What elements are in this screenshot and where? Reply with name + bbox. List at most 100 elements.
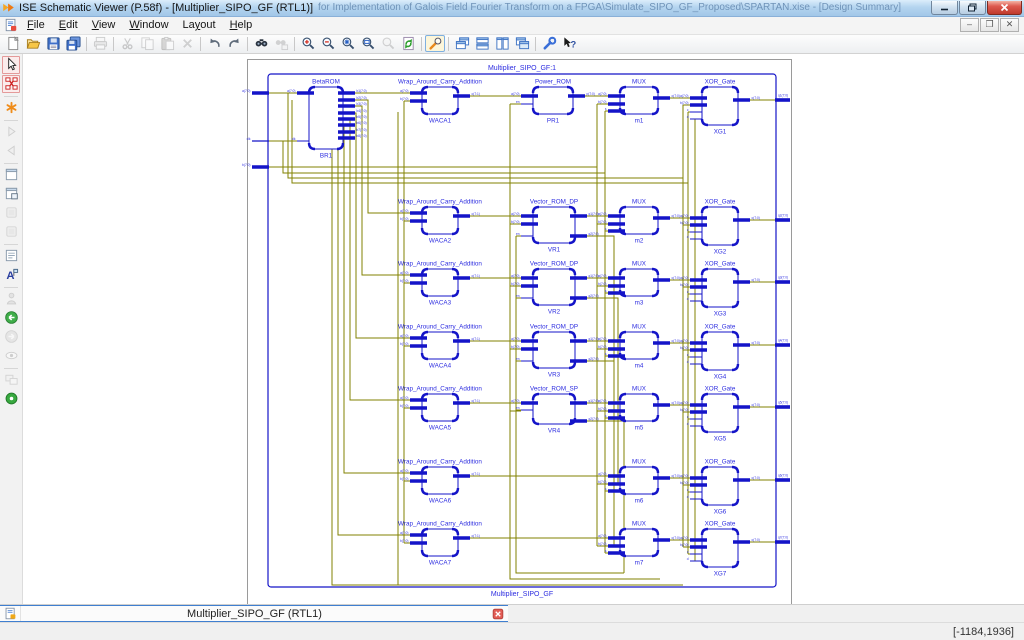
new-icon: [6, 36, 21, 51]
block-type-label: XOR_Gate: [705, 198, 736, 205]
toolbar-separator: [86, 37, 87, 51]
redo-button[interactable]: [224, 35, 244, 52]
visibility-icon: [4, 348, 19, 363]
pin-label: o(7:0): [672, 474, 680, 478]
pin-label: q1(7:0): [589, 399, 599, 403]
pin-label: b(7:0): [598, 480, 606, 484]
highlight-star-icon: [4, 100, 19, 115]
tab-close-button[interactable]: [488, 606, 508, 621]
pin-label: o(7:1): [472, 274, 480, 278]
copy-icon: [140, 36, 155, 51]
context-help-button[interactable]: ?: [559, 35, 579, 52]
highlight-star-button[interactable]: [2, 99, 20, 117]
save-button[interactable]: [43, 35, 63, 52]
push-button-1-icon: [4, 205, 19, 220]
block-body: [620, 87, 658, 114]
add-text-button[interactable]: A: [2, 266, 20, 284]
new-sheet-button[interactable]: [2, 166, 20, 184]
pin-label: d: [687, 557, 689, 561]
block-body: [702, 467, 738, 505]
schematic-svg[interactable]: Multiplier_SIPO_GF:1Multiplier_SIPO_GFa(…: [23, 54, 1024, 604]
menu-help[interactable]: Help: [223, 18, 260, 32]
block-instance-label: VR1: [548, 246, 561, 253]
tile-horizontal-icon: [475, 36, 490, 51]
pin-label: a(7:0): [400, 531, 408, 535]
document-tab-strip: Multiplier_SIPO_GF (RTL1): [0, 605, 508, 622]
arrange-windows-button[interactable]: [512, 35, 532, 52]
location-marker-button[interactable]: [2, 390, 20, 408]
block-body: [702, 207, 738, 245]
close-button[interactable]: [987, 1, 1022, 15]
block-body: [422, 87, 458, 114]
print-icon: [93, 36, 108, 51]
pin-label: b(7:0): [598, 100, 606, 104]
window-controls: [930, 1, 1022, 15]
mdi-close-button[interactable]: ✕: [1000, 18, 1019, 32]
pin-label: b(7:0): [598, 542, 606, 546]
zoom-area-button[interactable]: [358, 35, 378, 52]
zoom-previous-icon: [381, 36, 396, 51]
pin-label: a(7:0): [680, 276, 688, 280]
pin-label: a(7:0): [511, 212, 519, 216]
nav-back-button[interactable]: [2, 309, 20, 327]
user-button: [2, 290, 20, 308]
nav-back-icon: [4, 310, 19, 325]
menu-window[interactable]: Window: [122, 18, 175, 32]
schematic-canvas[interactable]: Multiplier_SIPO_GF:1Multiplier_SIPO_GFa(…: [23, 54, 1024, 604]
open-button[interactable]: [23, 35, 43, 52]
menu-file[interactable]: File: [20, 18, 52, 32]
options-wrench-button[interactable]: [539, 35, 559, 52]
mdi-child-controls: – ❐ ✕: [960, 18, 1022, 32]
pin-label: b1(7:0): [357, 89, 367, 93]
menu-view[interactable]: View: [85, 18, 123, 32]
cascade-windows-button[interactable]: [452, 35, 472, 52]
small-windows-button: [2, 371, 20, 389]
block-body: [702, 529, 738, 567]
block-instance-label: XG3: [714, 310, 727, 317]
undo-button[interactable]: [204, 35, 224, 52]
block-body: [620, 269, 658, 296]
block-instance-label: XG6: [714, 508, 727, 515]
toolbar-separator: [113, 37, 114, 51]
location-marker-icon: [4, 391, 19, 406]
zoom-out-button[interactable]: [318, 35, 338, 52]
menu-layout[interactable]: Layout: [176, 18, 223, 32]
select-highlight-button[interactable]: [425, 35, 445, 52]
refresh-button[interactable]: [398, 35, 418, 52]
options-wrench-icon: [542, 36, 557, 51]
rtl-schematic-view-button[interactable]: [2, 75, 20, 93]
pin-label: o(7:1): [472, 92, 480, 96]
restore-button[interactable]: [959, 1, 986, 15]
notes-sheet-button[interactable]: [2, 247, 20, 265]
toolbar-separator: [247, 37, 248, 51]
minimize-button[interactable]: [931, 1, 958, 15]
pin-label: a(7:0): [680, 339, 688, 343]
pin-label: o(7:0): [752, 96, 760, 100]
svg-text:?: ?: [570, 40, 576, 50]
menu-edit[interactable]: Edit: [52, 18, 85, 32]
block-body: [702, 87, 738, 125]
menubar: FileEditViewWindowLayoutHelp – ❐ ✕: [0, 17, 1024, 35]
block-instance-label: m5: [635, 424, 644, 431]
open-icon: [26, 36, 41, 51]
step-forward-icon: [4, 124, 19, 139]
zoom-full-view-button[interactable]: [338, 35, 358, 52]
tab-multiplier-sipo-gf[interactable]: Multiplier_SIPO_GF (RTL1): [21, 606, 488, 621]
pin-label: b(7:0): [598, 345, 606, 349]
new-button[interactable]: [3, 35, 23, 52]
mdi-minimize-button[interactable]: –: [960, 18, 979, 32]
tile-horizontal-button[interactable]: [472, 35, 492, 52]
find-button[interactable]: [251, 35, 271, 52]
block-instance-label: m4: [635, 362, 644, 369]
block-instance-label: m3: [635, 299, 644, 306]
add-sheet-button[interactable]: [2, 185, 20, 203]
save-all-button[interactable]: [63, 35, 83, 52]
pin-label: b(7:0): [511, 282, 519, 286]
mdi-restore-button[interactable]: ❐: [980, 18, 999, 32]
zoom-in-button[interactable]: [298, 35, 318, 52]
pointer-tool-button[interactable]: [2, 56, 20, 74]
pin-label: d: [687, 115, 689, 119]
tile-vertical-button[interactable]: [492, 35, 512, 52]
main-toolbar: ?: [0, 35, 1024, 54]
pin-label: a(7:0): [287, 89, 295, 93]
